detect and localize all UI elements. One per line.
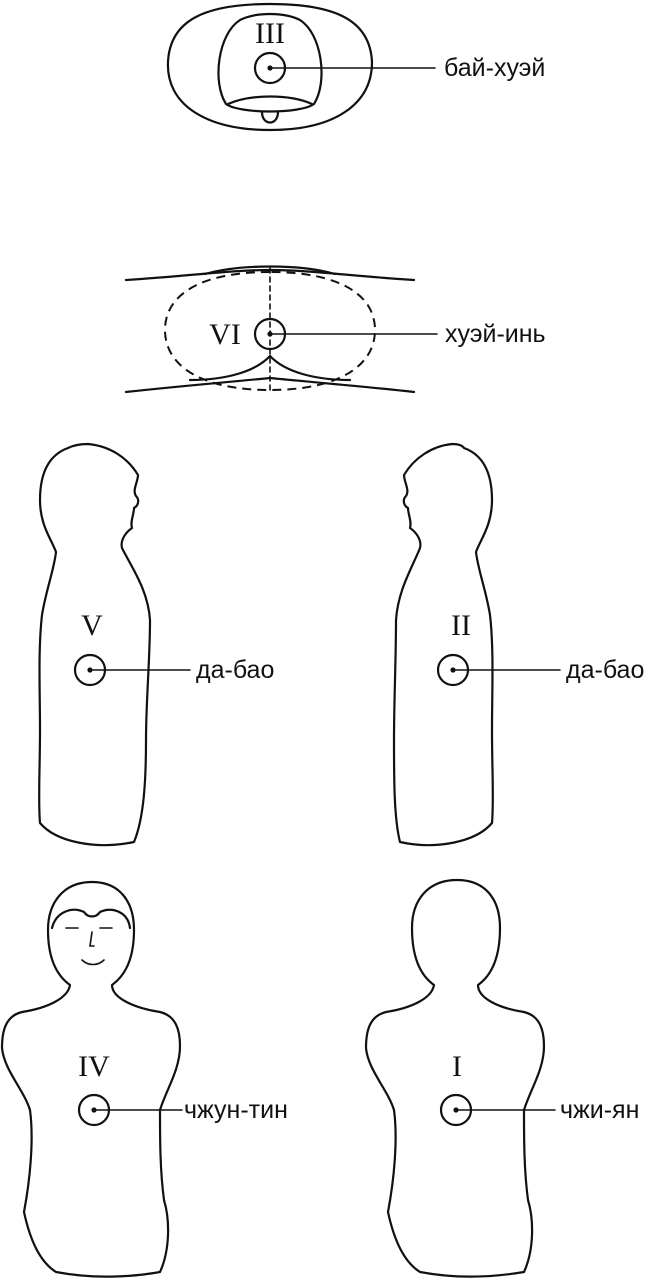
front-torso: IV чжун-тин [0, 880, 288, 1278]
head-top-view: III бай-хуэй [166, 2, 545, 132]
body-outline-II [392, 442, 494, 847]
body-outline-V [38, 442, 152, 847]
chin-bump [260, 110, 280, 124]
body-outline-IV [0, 880, 182, 1278]
hairline [50, 908, 132, 930]
numeral-VI: VI [209, 318, 241, 351]
label-bai-hui: бай-хуэй [444, 54, 545, 82]
label-da-bao-V: да-бао [196, 656, 274, 684]
head-top-outline [166, 2, 374, 132]
side-profile-right: V да-бао [38, 442, 274, 847]
upper-crease [203, 265, 337, 276]
label-zhong-ting: чжун-тин [184, 1096, 288, 1124]
nose [89, 931, 95, 947]
back-torso: I чжи-ян [364, 878, 639, 1278]
numeral-II: II [451, 609, 471, 642]
numeral-V: V [81, 609, 103, 642]
label-zhi-yang: чжи-ян [560, 1096, 639, 1124]
side-profile-left: II да-бао [392, 442, 644, 847]
buttock-curve-left [188, 354, 272, 382]
body-outline-I [364, 878, 546, 1278]
numeral-III: III [255, 17, 285, 50]
numeral-IV: IV [78, 1050, 110, 1083]
mouth [81, 959, 105, 966]
buttock-curve-right [268, 354, 352, 382]
label-hui-yin: хуэй-инь [445, 320, 546, 348]
neck-curve [226, 95, 314, 106]
perineum-view: VI хуэй-инь [124, 265, 546, 394]
numeral-I: I [452, 1050, 462, 1083]
label-da-bao-II: да-бао [566, 656, 644, 684]
skull-crown-outline [217, 12, 323, 113]
